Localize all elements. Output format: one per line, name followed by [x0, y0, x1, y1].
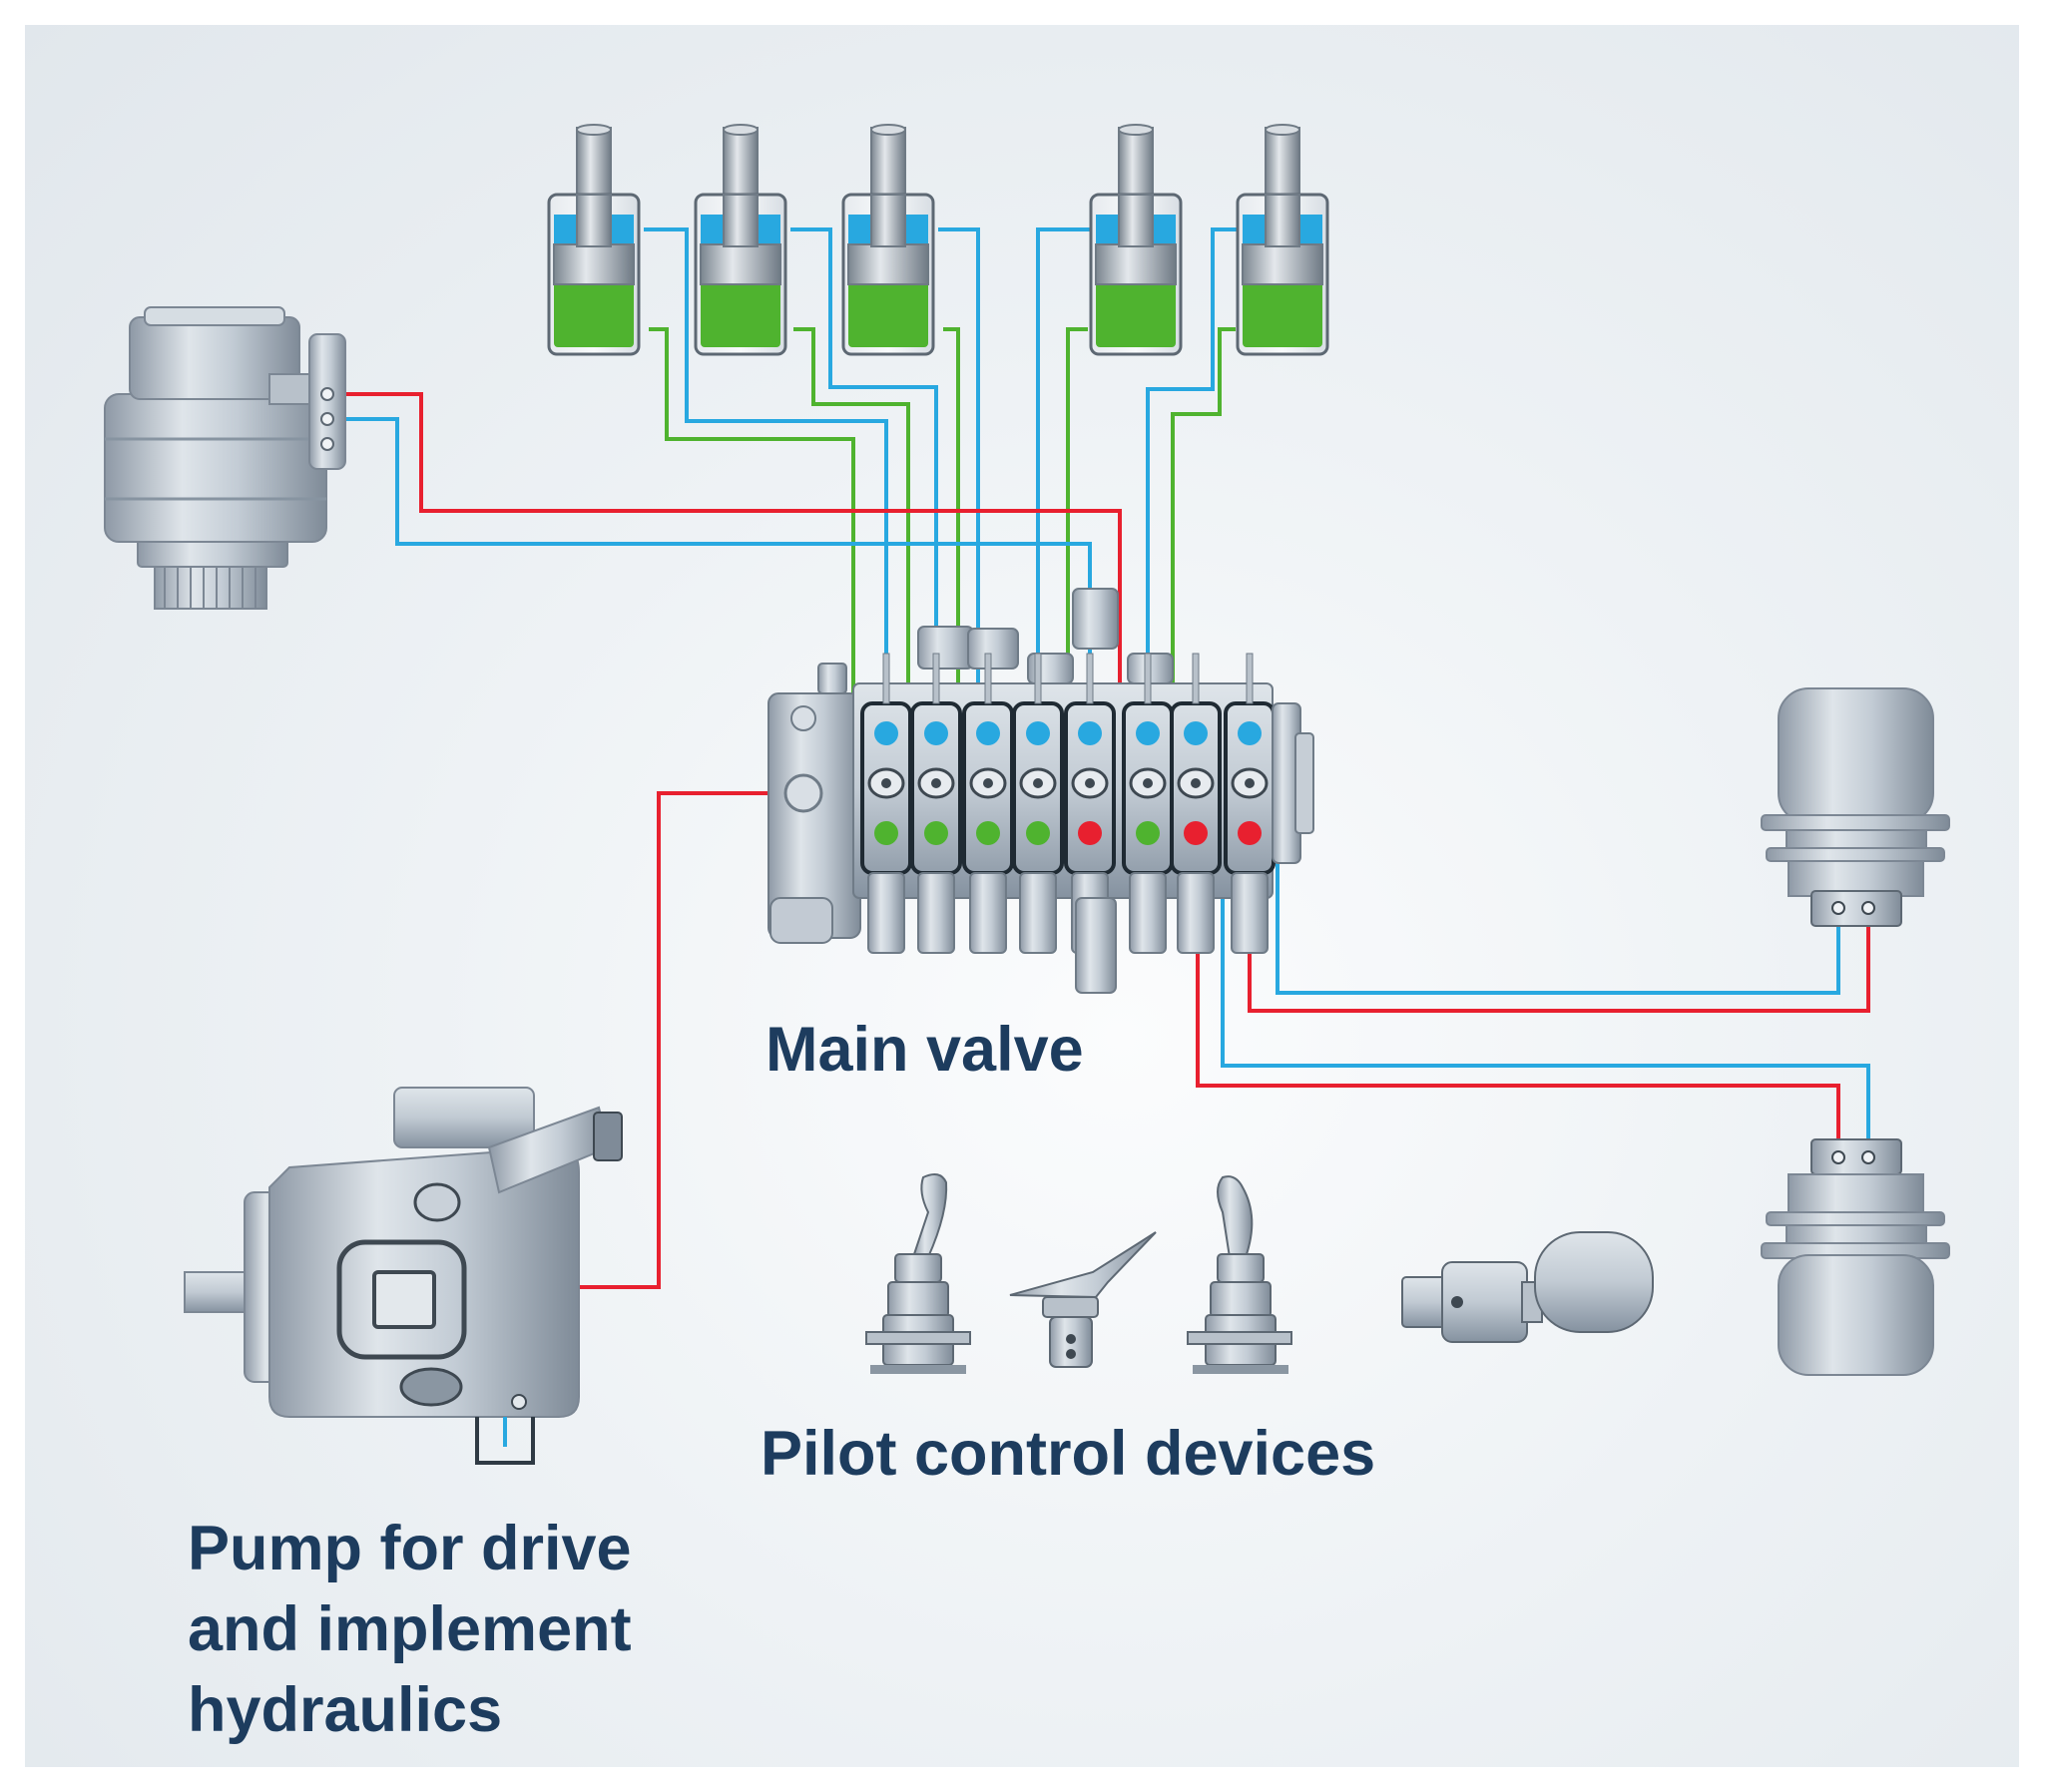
- label-pump-line-1: Pump for drive: [188, 1514, 632, 1583]
- label-main-valve: Main valve: [766, 1010, 1084, 1091]
- pilot-pedal: [1009, 1231, 1157, 1368]
- pump: [184, 1087, 623, 1465]
- valve-section-2: [910, 653, 962, 954]
- accumulator: [1401, 1231, 1654, 1343]
- main-valve: [767, 588, 1314, 994]
- valve-section-6: [1122, 653, 1174, 954]
- valve-section-3: [962, 653, 1014, 954]
- label-pump-line-3: hydraulics: [188, 1675, 503, 1745]
- travel-motor-upper: [1761, 687, 1950, 927]
- label-pilot-control-devices: Pilot control devices: [761, 1414, 1375, 1495]
- valve-section-7: [1170, 653, 1222, 954]
- valve-section-1: [860, 653, 912, 954]
- cylinder-3: [841, 124, 935, 356]
- label-pump: Pump for drive and implement hydraulics: [188, 1509, 632, 1751]
- valve-section-4: [1012, 653, 1064, 954]
- label-pump-line-2: and implement: [188, 1594, 632, 1664]
- cylinder-lines: [644, 227, 1238, 833]
- pilot-joystick-right: [1187, 1175, 1292, 1374]
- pump-pressure-line: [579, 791, 793, 1289]
- cylinder-4: [1089, 124, 1183, 356]
- cylinder-5: [1236, 124, 1329, 356]
- pilot-joystick-left: [865, 1172, 971, 1374]
- travel-motor-lower: [1761, 1138, 1950, 1376]
- swing-motor: [104, 306, 346, 610]
- cylinder-1: [547, 124, 641, 356]
- cylinder-2: [694, 124, 787, 356]
- label-pilot-control-text: Pilot control devices: [761, 1419, 1376, 1489]
- valve-section-8: [1224, 653, 1276, 954]
- label-main-valve-text: Main valve: [766, 1015, 1084, 1085]
